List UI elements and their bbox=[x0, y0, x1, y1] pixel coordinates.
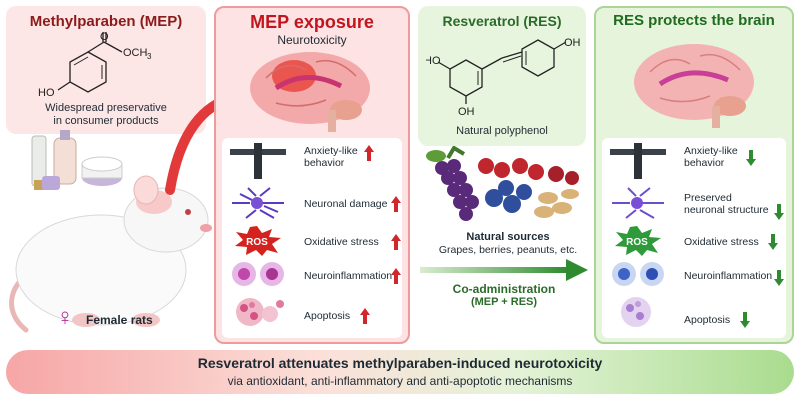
inflammation-cells-icon bbox=[232, 262, 284, 286]
increase-arrow-icon bbox=[364, 145, 374, 161]
decrease-arrow-icon bbox=[740, 312, 750, 328]
mep-ho: HO bbox=[38, 87, 55, 99]
summary-line-1: Resveratrol attenuates methylparaben-ind… bbox=[197, 355, 603, 371]
increase-arrow-icon bbox=[360, 308, 370, 324]
coadministration-arrow bbox=[420, 259, 588, 281]
increase-arrow-icon bbox=[391, 234, 401, 250]
rat-sex-symbol: ♀ bbox=[56, 304, 74, 331]
increase-arrow-icon bbox=[391, 268, 401, 284]
mep-ros-label: ROS bbox=[246, 237, 268, 248]
mep-och3: OCH bbox=[123, 47, 148, 59]
res-effect-oxidative-stress: Oxidative stress bbox=[684, 236, 759, 248]
resveratrol-description: Natural polyphenol bbox=[456, 125, 548, 137]
res-effect-apoptosis: Apoptosis bbox=[684, 314, 731, 326]
decrease-arrow-icon bbox=[746, 150, 756, 166]
mep-effect-apoptosis: Apoptosis bbox=[304, 310, 351, 322]
anxiety-maze-icon bbox=[230, 143, 286, 179]
apoptosis-cells-icon bbox=[236, 298, 284, 326]
healthy-brain-illustration bbox=[634, 44, 754, 128]
natural-sources-title: Natural sources bbox=[466, 231, 550, 243]
damaged-brain-illustration bbox=[250, 52, 370, 132]
coadministration-label: Co-administration bbox=[452, 282, 556, 296]
res-protects-title: RES protects the brain bbox=[613, 12, 775, 29]
res-oh-top: OH bbox=[564, 37, 581, 49]
resveratrol-structure: HO OH OH bbox=[426, 37, 581, 116]
mep-exposure-subtitle: Neurotoxicity bbox=[277, 33, 347, 47]
rat-label: Female rats bbox=[86, 313, 153, 327]
mep-effect-oxidative-stress: Oxidative stress bbox=[304, 236, 379, 248]
mep-description-2: in consumer products bbox=[53, 115, 159, 127]
rat-illustration bbox=[9, 175, 212, 333]
natural-sources-list: Grapes, berries, peanuts, etc. bbox=[438, 244, 578, 256]
anxiety-maze-icon bbox=[610, 143, 666, 179]
coadministration-sub-label: (MEP + RES) bbox=[470, 296, 538, 308]
ros-burst-icon: ROS bbox=[235, 226, 281, 256]
decrease-arrow-icon bbox=[768, 234, 778, 250]
mep-och3-sub: 3 bbox=[147, 52, 152, 61]
apoptosis-cells-icon bbox=[621, 297, 651, 327]
res-oh-bottom: OH bbox=[458, 106, 475, 116]
res-effect-neuroinflammation: Neuroinflammation bbox=[684, 270, 773, 282]
neuron-icon bbox=[232, 187, 284, 219]
mep-exposure-title: MEP exposure bbox=[250, 12, 374, 32]
resveratrol-title: Resveratrol (RES) bbox=[442, 13, 562, 29]
mep-description-1: Widespread preservative bbox=[45, 102, 167, 114]
ros-burst-icon: ROS bbox=[615, 226, 661, 256]
summary-line-2: via antioxidant, anti-inflammatory and a… bbox=[227, 374, 573, 388]
inflammation-cells-icon bbox=[612, 262, 664, 286]
methylparaben-structure: O OCH 3 HO bbox=[38, 32, 152, 99]
mep-effect-neuroinflammation: Neuroinflammation bbox=[304, 270, 393, 282]
mep-title: Methylparaben (MEP) bbox=[29, 13, 183, 30]
natural-sources-illustration bbox=[426, 146, 579, 221]
res-ho: HO bbox=[426, 55, 441, 67]
decrease-arrow-icon bbox=[774, 204, 784, 220]
increase-arrow-icon bbox=[391, 196, 401, 212]
resveratrol-panel bbox=[418, 6, 586, 146]
neuron-icon bbox=[612, 187, 664, 219]
mep-carbonyl-o: O bbox=[100, 32, 109, 43]
decrease-arrow-icon bbox=[774, 270, 784, 286]
mep-effect-neuronal-damage: Neuronal damage bbox=[304, 198, 388, 210]
summary-banner bbox=[6, 350, 794, 394]
cosmetic-products-illustration bbox=[31, 130, 123, 190]
res-ros-label: ROS bbox=[626, 237, 648, 248]
